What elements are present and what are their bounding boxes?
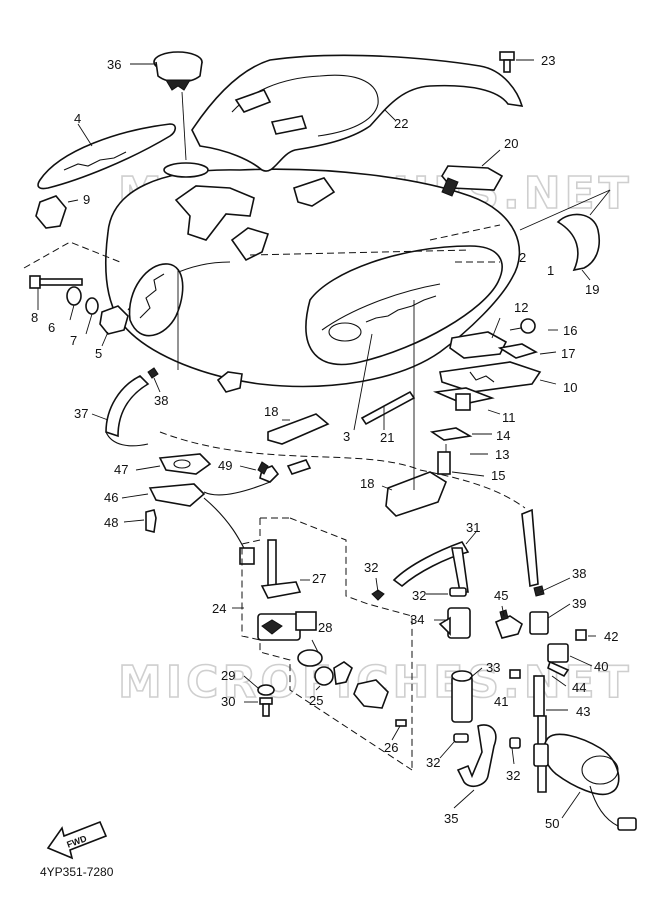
callout-12: 12 [514, 300, 528, 315]
callout-32a: 32 [364, 560, 378, 575]
callout-26: 26 [384, 740, 398, 755]
callout-20: 20 [504, 136, 518, 151]
callout-10: 10 [563, 380, 577, 395]
emblem-4 [37, 123, 177, 190]
callout-16: 16 [563, 323, 577, 338]
callout-18a: 18 [264, 404, 278, 419]
callout-48: 48 [104, 515, 118, 530]
bolt-set [23, 241, 129, 347]
petcock-group [232, 517, 413, 771]
bracket-stack [429, 317, 558, 477]
callout-8: 8 [31, 310, 38, 325]
damper-20 [441, 149, 504, 197]
callout-38a: 38 [154, 393, 168, 408]
hose-37 [91, 270, 179, 447]
callout-23: 23 [541, 53, 555, 68]
callout-50: 50 [545, 816, 559, 831]
fuel-filter-lines [371, 531, 521, 809]
callout-14: 14 [496, 428, 510, 443]
callout-39: 39 [572, 596, 586, 611]
callout-32d: 32 [506, 768, 520, 783]
cover-19 [519, 189, 611, 281]
callout-2: 2 [519, 250, 526, 265]
callout-37: 37 [74, 406, 88, 421]
callout-45: 45 [494, 588, 508, 603]
callout-43: 43 [576, 704, 590, 719]
callout-17: 17 [561, 346, 575, 361]
callout-9: 9 [83, 192, 90, 207]
fuel-cap [130, 51, 203, 161]
callout-25: 25 [309, 693, 323, 708]
lower-parts [159, 300, 526, 517]
callout-6: 6 [48, 320, 55, 335]
callout-40: 40 [594, 659, 608, 674]
callout-24: 24 [212, 601, 226, 616]
callout-13: 13 [495, 447, 509, 462]
tank-cover [191, 54, 524, 172]
callout-30: 30 [221, 694, 235, 709]
callout-35: 35 [444, 811, 458, 826]
callout-42: 42 [604, 629, 618, 644]
callout-41: 41 [494, 694, 508, 709]
sender-assembly [121, 453, 312, 565]
callout-21: 21 [380, 430, 394, 445]
callout-44: 44 [572, 680, 586, 695]
callout-11: 11 [502, 410, 516, 425]
callout-5: 5 [95, 346, 102, 361]
callout-49: 49 [218, 458, 232, 473]
clip-9 [35, 195, 79, 229]
callout-27: 27 [312, 571, 326, 586]
callout-34: 34 [410, 612, 424, 627]
callout-18b: 18 [360, 476, 374, 491]
callout-1: 1 [547, 263, 554, 278]
callout-28: 28 [318, 620, 332, 635]
callout-38b: 38 [572, 566, 586, 581]
callout-15: 15 [491, 468, 505, 483]
callout-47: 47 [114, 462, 128, 477]
callout-32b: 32 [412, 588, 426, 603]
screw-23 [499, 51, 534, 73]
callout-19: 19 [585, 282, 599, 297]
callout-labels: 1 2 3 4 5 6 7 8 9 10 11 12 13 14 15 16 1… [31, 53, 618, 831]
callout-3: 3 [343, 429, 350, 444]
callout-22: 22 [394, 116, 408, 131]
callout-32c: 32 [426, 755, 440, 770]
callout-4: 4 [74, 111, 81, 126]
fuel-pump-50 [533, 733, 637, 831]
callout-7: 7 [70, 333, 77, 348]
callout-31: 31 [466, 520, 480, 535]
catalog-code: 4YP351-7280 [40, 865, 114, 879]
callout-36: 36 [107, 57, 121, 72]
callout-46: 46 [104, 490, 118, 505]
callout-29: 29 [221, 668, 235, 683]
fuel-tank [104, 162, 521, 393]
callout-33: 33 [486, 660, 500, 675]
fwd-arrow-icon: FWD [46, 820, 108, 860]
